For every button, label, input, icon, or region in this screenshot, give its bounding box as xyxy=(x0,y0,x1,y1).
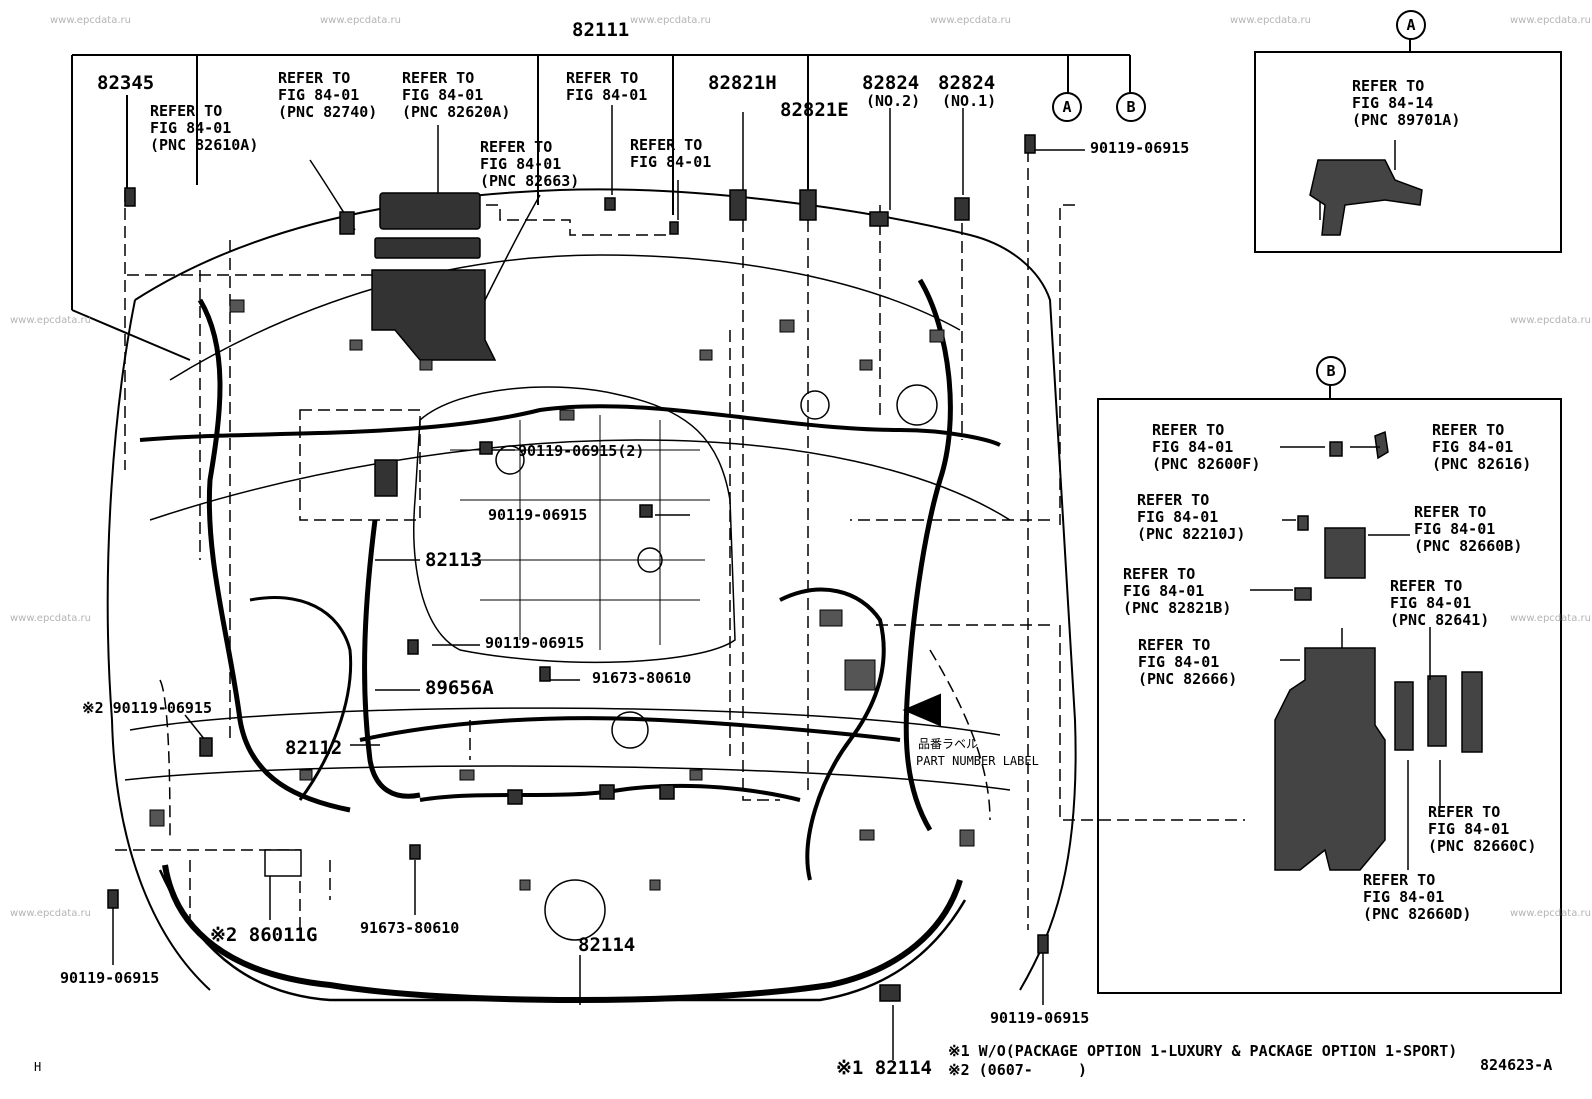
leader-82345 xyxy=(71,95,191,361)
detail-b-refer-82641: REFER TO FIG 84-01 (PNC 82641) xyxy=(1390,577,1490,629)
part-82113: 82113 xyxy=(425,549,483,571)
bolt-left-note: ※2 90119-06915 xyxy=(82,699,212,717)
watermark: www.epcdata.ru xyxy=(50,15,131,26)
watermark: www.epcdata.ru xyxy=(1230,15,1311,26)
watermark: www.epcdata.ru xyxy=(1510,315,1591,326)
callout-b: B xyxy=(1116,92,1146,122)
corner-mark: H xyxy=(34,1060,42,1074)
part-82821e: 82821E xyxy=(780,99,849,121)
harness-front xyxy=(419,783,801,802)
detail-a-box xyxy=(1254,38,1562,253)
junction-block-82663 xyxy=(371,269,497,361)
part-82345: 82345 xyxy=(97,72,155,94)
harness-82113 xyxy=(362,519,421,799)
part-82821h: 82821H xyxy=(708,72,777,94)
bolt-left-bottom: 90119-06915 xyxy=(60,969,160,987)
detail-b-box xyxy=(1097,384,1562,994)
detail-a-circle: A xyxy=(1396,10,1426,40)
connector-82740 xyxy=(374,237,481,259)
detail-b-circle: B xyxy=(1316,356,1346,386)
part-89656a: 89656A xyxy=(425,677,494,699)
watermark: www.epcdata.ru xyxy=(1510,15,1591,26)
refer-82740: REFER TO FIG 84-01 (PNC 82740) xyxy=(278,69,378,121)
hood-outline xyxy=(106,188,1077,991)
radiator-support xyxy=(124,707,1011,791)
engine-block xyxy=(413,386,736,664)
bracket-89701a xyxy=(1309,159,1423,236)
figure-code: 824623-A xyxy=(1480,1056,1553,1074)
watermark: www.epcdata.ru xyxy=(10,613,91,624)
watermark: www.epcdata.ru xyxy=(1510,908,1591,919)
bumper-harness-82114 xyxy=(162,864,963,1003)
detail-b-refer-82660d: REFER TO FIG 84-01 (PNC 82660D) xyxy=(1363,871,1472,923)
part-82111: 82111 xyxy=(572,19,630,41)
part-86011g: ※2 86011G xyxy=(210,924,318,946)
note-1: ※1 W/O(PACKAGE OPTION 1-LUXURY & PACKAGE… xyxy=(948,1042,1458,1060)
watermark: www.epcdata.ru xyxy=(320,15,401,26)
watermark: www.epcdata.ru xyxy=(10,315,91,326)
part-82824-no1-sub: (NO.1) xyxy=(942,92,997,110)
bolt-center: 90119-06915 xyxy=(488,506,588,524)
detail-b-refer-82660b: REFER TO FIG 84-01 (PNC 82660B) xyxy=(1414,503,1523,555)
detail-b-refer-82600f: REFER TO FIG 84-01 (PNC 82600F) xyxy=(1152,421,1261,473)
part-number-arrow xyxy=(902,693,941,727)
harness-left-lower xyxy=(249,595,353,801)
relay-block-82620a xyxy=(379,192,481,230)
engine-detail xyxy=(450,415,710,650)
watermark: www.epcdata.ru xyxy=(10,908,91,919)
refer-8401-b: REFER TO FIG 84-01 xyxy=(630,136,712,171)
leader-bolt-note xyxy=(184,714,206,741)
bolt-right-bottom: 90119-06915 xyxy=(990,1009,1090,1027)
detail-b-refer-82660c: REFER TO FIG 84-01 (PNC 82660C) xyxy=(1428,803,1537,855)
bolt-mid: 90119-06915 xyxy=(485,634,585,652)
detail-b-refer-82821b: REFER TO FIG 84-01 (PNC 82821B) xyxy=(1123,565,1232,617)
detail-a-refer: REFER TO FIG 84-14 (PNC 89701A) xyxy=(1352,77,1461,129)
refer-82663: REFER TO FIG 84-01 (PNC 82663) xyxy=(480,138,580,190)
harness-82112 xyxy=(359,716,901,742)
part-82114-bottom: ※1 82114 xyxy=(836,1057,932,1079)
callout-a: A xyxy=(1052,92,1082,122)
part-82112: 82112 xyxy=(285,737,343,759)
part-82824-no2: 82824 xyxy=(862,72,920,94)
bolt-top-right: 90119-06915 xyxy=(1090,139,1190,157)
watermark: www.epcdata.ru xyxy=(930,15,1011,26)
part-91673-a: 91673-80610 xyxy=(592,669,692,687)
harness-cowl xyxy=(139,404,1001,447)
detail-b-refer-82616: REFER TO FIG 84-01 (PNC 82616) xyxy=(1432,421,1532,473)
watermark: www.epcdata.ru xyxy=(1510,613,1591,624)
harness-right xyxy=(903,278,953,832)
part-91673-b: 91673-80610 xyxy=(360,919,460,937)
detail-b-refer-82210j: REFER TO FIG 84-01 (PNC 82210J) xyxy=(1137,491,1246,543)
refer-82610a: REFER TO FIG 84-01 (PNC 82610A) xyxy=(150,102,259,154)
engine-cap xyxy=(495,445,525,475)
part-82824-no1: 82824 xyxy=(938,72,996,94)
fuse-box-82666 xyxy=(1274,647,1386,871)
part-number-label: PART NUMBER LABEL xyxy=(916,754,1039,768)
harness-right-lower xyxy=(779,587,886,881)
part-number-label-jp: 品番ラベル xyxy=(918,737,979,751)
watermark: www.epcdata.ru xyxy=(630,15,711,26)
harness-main-left xyxy=(197,298,351,813)
part-82114: 82114 xyxy=(578,934,636,956)
note-2: ※2 (0607- ) xyxy=(948,1061,1087,1079)
part-82824-no2-sub: (NO.2) xyxy=(866,92,921,110)
refer-82620a: REFER TO FIG 84-01 (PNC 82620A) xyxy=(402,69,511,121)
hood-inner xyxy=(149,254,1011,521)
detail-b-refer-82666: REFER TO FIG 84-01 (PNC 82666) xyxy=(1138,636,1238,688)
bolt-center-2: 90119-06915(2) xyxy=(518,442,645,460)
refer-8401-a: REFER TO FIG 84-01 xyxy=(566,69,648,104)
bracket-82111 xyxy=(71,54,1131,310)
